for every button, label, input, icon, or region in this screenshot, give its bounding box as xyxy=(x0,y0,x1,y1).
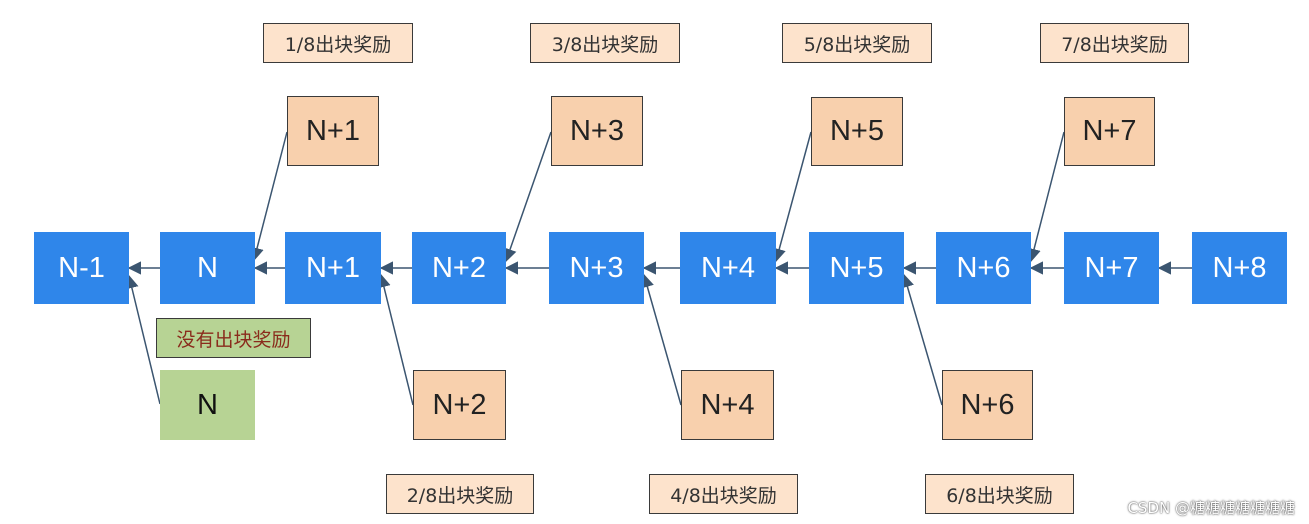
uncle-block-n-plus-4: N+4 xyxy=(681,370,774,440)
orphan-arrow xyxy=(125,274,161,405)
uncle-block-n-plus-7: N+7 xyxy=(1064,97,1155,166)
main-block-n-minus-1: N-1 xyxy=(34,232,129,304)
uncle-arrow xyxy=(900,273,943,406)
main-block-n-plus-1: N+1 xyxy=(285,232,381,304)
uncle-block-n-plus-6: N+6 xyxy=(942,370,1033,440)
main-block-n-plus-8: N+8 xyxy=(1192,232,1287,304)
watermark: CSDN @糖糖糖糖糖糖糖 xyxy=(1127,499,1295,517)
reward-label-1-8: 1/8出块奖励 xyxy=(263,23,413,63)
no-reward-label: 没有出块奖励 xyxy=(156,318,311,358)
uncle-block-n-plus-3: N+3 xyxy=(551,96,643,166)
main-block-n-plus-5: N+5 xyxy=(809,232,904,304)
main-block-n-plus-3: N+3 xyxy=(549,232,644,304)
reward-label-6-8: 6/8出块奖励 xyxy=(925,474,1074,514)
uncle-arrow xyxy=(1027,131,1065,263)
uncle-arrow xyxy=(250,131,288,262)
orphan-block-n: N xyxy=(160,370,255,440)
uncle-arrow xyxy=(772,131,812,263)
uncle-arrow xyxy=(503,131,552,263)
reward-label-2-8: 2/8出块奖励 xyxy=(386,474,534,514)
reward-label-7-8: 7/8出块奖励 xyxy=(1040,23,1189,63)
reward-label-5-8: 5/8出块奖励 xyxy=(782,23,932,63)
uncle-arrow xyxy=(377,273,414,406)
main-block-n-plus-2: N+2 xyxy=(412,232,506,304)
main-block-n-plus-6: N+6 xyxy=(936,232,1031,304)
uncle-block-n-plus-2: N+2 xyxy=(413,370,506,440)
uncle-arrow xyxy=(640,273,682,406)
reward-label-4-8: 4/8出块奖励 xyxy=(649,474,798,514)
main-block-n: N xyxy=(160,232,255,304)
uncle-block-n-plus-1: N+1 xyxy=(287,96,379,166)
main-block-n-plus-4: N+4 xyxy=(680,232,776,304)
uncle-block-n-plus-5: N+5 xyxy=(811,97,903,166)
reward-label-3-8: 3/8出块奖励 xyxy=(530,23,680,63)
main-block-n-plus-7: N+7 xyxy=(1064,232,1159,304)
